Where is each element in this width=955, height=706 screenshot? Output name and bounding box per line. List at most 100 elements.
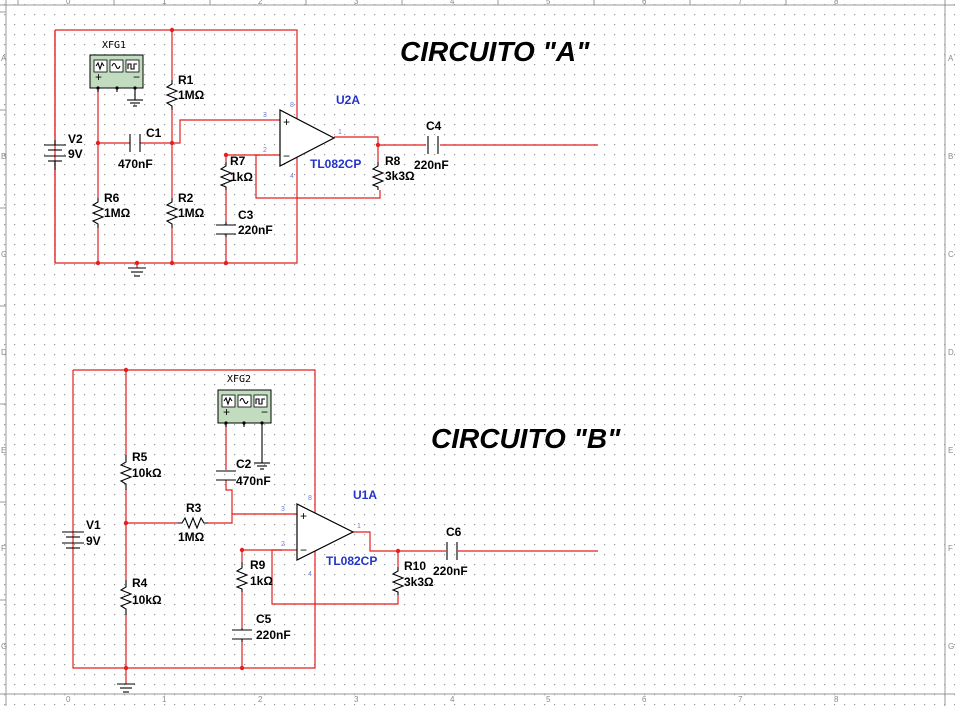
resistor-r10[interactable]: R10 3k3Ω <box>391 559 434 595</box>
u1a-part: TL082CP <box>326 554 377 568</box>
opamp-u2a[interactable]: + − 3 2 1 8 4 U2A TL082CP <box>263 93 361 180</box>
svg-text:4: 4 <box>308 571 312 578</box>
capacitor-c2[interactable]: C2 470nF <box>216 457 271 488</box>
svg-text:1: 1 <box>357 523 361 530</box>
resistor-r3[interactable]: R3 1MΩ <box>178 501 208 544</box>
ruler-col-label: 1 <box>162 695 167 704</box>
u1a-ref: U1A <box>353 488 377 502</box>
ground-symbol <box>117 683 135 693</box>
svg-text:−: − <box>261 405 268 419</box>
circuit-a-junctions <box>95 27 381 266</box>
u2a-ref: U2A <box>336 93 360 107</box>
ruler-col-label: 2 <box>258 0 263 6</box>
v1-value: 9V <box>86 534 101 548</box>
u2a-part: TL082CP <box>310 157 361 171</box>
resistor-r7[interactable]: R7 1kΩ <box>219 154 253 190</box>
ruler-col-label: 2 <box>258 695 263 704</box>
ruler-row-label: B <box>948 152 953 161</box>
circuit-a-wires <box>54 29 598 268</box>
svg-text:2: 2 <box>281 541 285 548</box>
r3-value: 1MΩ <box>178 530 205 544</box>
svg-text:3: 3 <box>263 112 267 119</box>
ruler-col-label: 7 <box>738 695 743 704</box>
r9-value: 1kΩ <box>250 574 273 588</box>
resistor-r9[interactable]: R9 1kΩ <box>235 558 273 592</box>
ruler-row-label: C <box>948 250 954 259</box>
ruler-col-label: 6 <box>642 0 647 6</box>
ground-symbol <box>128 267 146 277</box>
r6-value: 1MΩ <box>104 206 131 220</box>
svg-text:1: 1 <box>338 129 342 136</box>
battery-v2[interactable]: V2 9V <box>44 132 83 170</box>
circuit-b-wires <box>72 369 598 684</box>
v2-value: 9V <box>68 147 83 161</box>
ruler-row-label: F <box>948 544 953 553</box>
capacitor-c6[interactable]: C6 220nF <box>433 525 468 578</box>
svg-text:8: 8 <box>290 102 294 109</box>
r10-ref: R10 <box>404 559 426 573</box>
c3-value: 220nF <box>238 223 273 237</box>
r9-ref: R9 <box>250 558 266 572</box>
capacitor-c3[interactable]: C3 220nF <box>216 208 273 237</box>
svg-text:+: + <box>300 509 307 523</box>
capacitor-c4[interactable]: C4 220nF <box>414 119 449 172</box>
svg-text:−: − <box>300 543 307 557</box>
svg-text:−: − <box>133 70 140 84</box>
function-generator-xfg1[interactable]: XFG1 + − <box>89 40 144 107</box>
resistor-r8[interactable]: R8 3k3Ω <box>371 154 415 190</box>
c4-value: 220nF <box>414 158 449 172</box>
c2-value: 470nF <box>236 474 271 488</box>
opamp-u1a[interactable]: + − 3 2 1 8 4 U1A TL082CP <box>281 488 377 578</box>
ruler-col-label: 0 <box>66 0 71 6</box>
r7-ref: R7 <box>230 154 246 168</box>
function-generator-xfg2[interactable]: XFG2 + − <box>217 374 272 470</box>
r6-ref: R6 <box>104 191 120 205</box>
ruler-row-label: E <box>1 446 6 455</box>
svg-text:4: 4 <box>290 173 294 180</box>
ruler-row-label: A <box>1 54 7 63</box>
resistor-r1[interactable]: R1 1MΩ <box>165 73 205 110</box>
r1-ref: R1 <box>178 73 194 87</box>
ruler-col-label: 6 <box>642 695 647 704</box>
c1-value: 470nF <box>118 157 153 171</box>
ruler-row-label: B <box>1 152 6 161</box>
circuit-a: XFG1 + − V2 <box>44 27 598 277</box>
ruler-row-label: G <box>1 642 7 651</box>
r8-ref: R8 <box>385 154 401 168</box>
ruler-col-label: 1 <box>162 0 167 6</box>
ruler-col-label: 3 <box>354 695 359 704</box>
ruler-row-label: F <box>1 544 6 553</box>
v1-ref: V1 <box>86 518 101 532</box>
capacitor-c1[interactable]: C1 470nF <box>118 126 162 171</box>
ruler-col-label: 8 <box>834 0 839 6</box>
ruler-col-label: 4 <box>450 695 455 704</box>
c5-value: 220nF <box>256 628 291 642</box>
r5-ref: R5 <box>132 450 148 464</box>
capacitor-c5[interactable]: C5 220nF <box>232 612 291 642</box>
resistor-r6[interactable]: R6 1MΩ <box>91 191 131 228</box>
circuit-b-junctions <box>123 367 401 671</box>
resistor-r2[interactable]: R2 1MΩ <box>165 191 205 228</box>
ruler-col-label: 7 <box>738 0 743 6</box>
ruler-col-label: 5 <box>546 0 551 6</box>
svg-text:+: + <box>223 405 230 419</box>
r1-value: 1MΩ <box>178 88 205 102</box>
c5-ref: C5 <box>256 612 272 626</box>
ruler-col-label: 0 <box>66 695 71 704</box>
ruler-col-label: 4 <box>450 0 455 6</box>
c4-ref: C4 <box>426 119 442 133</box>
r3-ref: R3 <box>186 501 202 515</box>
r10-value: 3k3Ω <box>404 575 434 589</box>
ruler-row-label: G <box>948 642 954 651</box>
ruler-row-label: D <box>1 348 7 357</box>
v2-ref: V2 <box>68 132 83 146</box>
resistor-r4[interactable]: R4 10kΩ <box>119 576 162 615</box>
circuit-b: XFG2 + − C2 470nF <box>62 367 598 693</box>
c1-ref: C1 <box>146 126 162 140</box>
battery-v1[interactable]: V1 9V <box>62 518 101 549</box>
svg-text:3: 3 <box>281 506 285 513</box>
ruler-col-label: 3 <box>354 0 359 6</box>
resistor-r5[interactable]: R5 10kΩ <box>119 450 162 490</box>
